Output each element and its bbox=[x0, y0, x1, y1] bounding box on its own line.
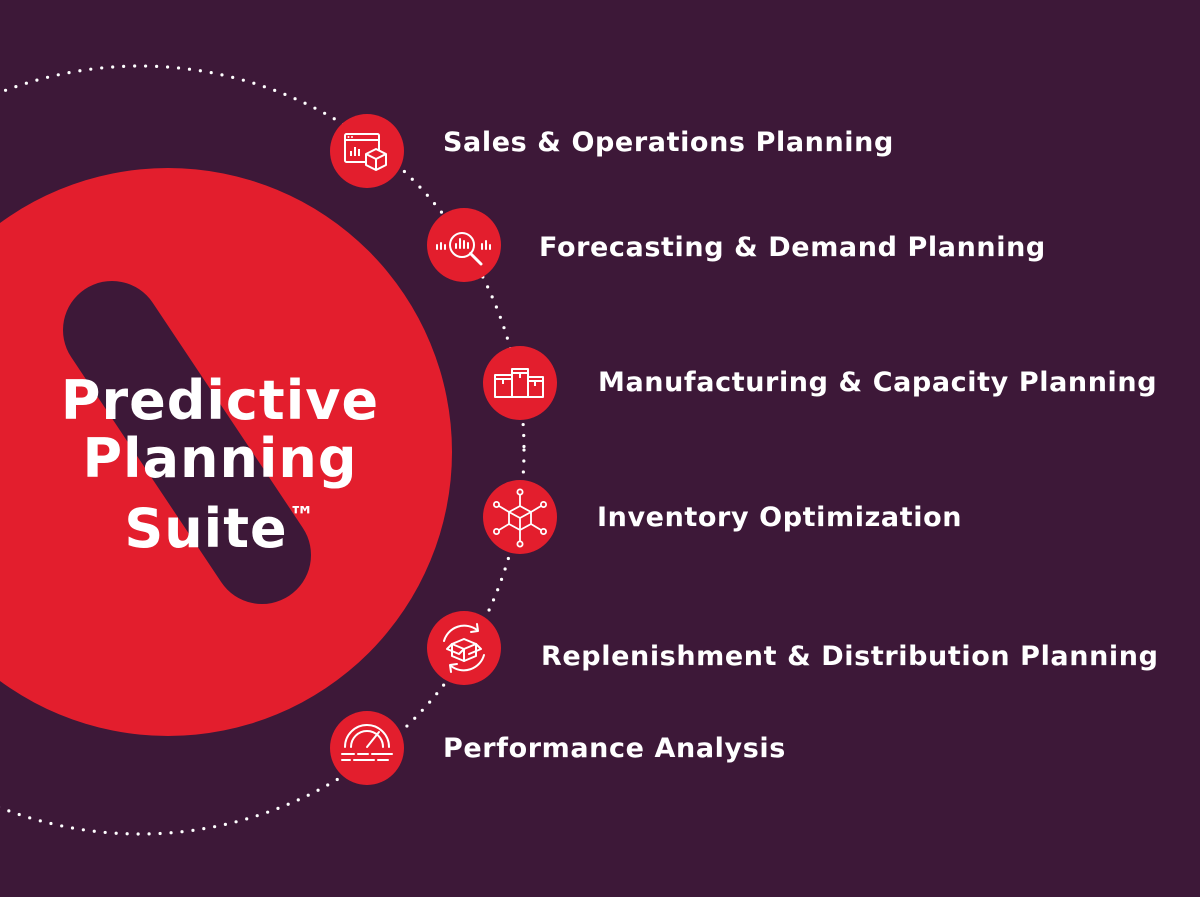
gauge-icon bbox=[330, 711, 404, 785]
boxes-icon bbox=[483, 346, 557, 420]
sales-dashboard-box-icon bbox=[330, 114, 404, 188]
dotted-orbit bbox=[0, 64, 526, 836]
label-forecasting-demand: Forecasting & Demand Planning bbox=[539, 232, 1046, 263]
magnifier-chart-icon bbox=[427, 208, 501, 282]
label-manufacturing-capacity: Manufacturing & Capacity Planning bbox=[598, 367, 1158, 398]
label-performance-analysis: Performance Analysis bbox=[443, 733, 786, 764]
hub-title: Predictive Planning Suite™ bbox=[0, 372, 440, 558]
hub-title-line-2: Planning bbox=[82, 427, 358, 490]
hub-slash bbox=[63, 281, 311, 604]
node-forecasting-demand bbox=[427, 208, 501, 282]
node-sales-operations bbox=[330, 114, 404, 188]
trademark-symbol: ™ bbox=[288, 502, 316, 532]
hub-title-line-3: Suite™ bbox=[0, 488, 440, 558]
hub-title-line-3-text: Suite bbox=[124, 497, 288, 560]
box-cycle-icon bbox=[427, 611, 501, 685]
network-cube-icon bbox=[483, 480, 557, 554]
label-replenishment-distribution: Replenishment & Distribution Planning bbox=[541, 641, 1159, 672]
label-sales-operations: Sales & Operations Planning bbox=[443, 127, 894, 158]
node-performance-analysis bbox=[330, 711, 404, 785]
node-manufacturing-capacity bbox=[483, 346, 557, 420]
hub-title-line-1: Predictive bbox=[60, 369, 380, 432]
node-replenishment-distribution bbox=[427, 611, 501, 685]
label-inventory-optimization: Inventory Optimization bbox=[597, 502, 963, 533]
node-inventory-optimization bbox=[483, 480, 557, 554]
